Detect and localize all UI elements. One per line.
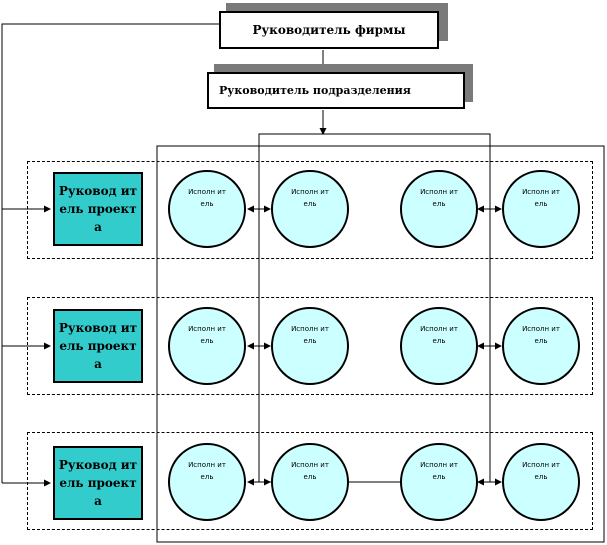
ceo-box: Руководитель фирмы	[219, 11, 439, 49]
executor-r1-c2: Исполн итель	[271, 170, 349, 248]
executor-label: Исполн итель	[291, 188, 329, 208]
executor-r2-c3: Исполн итель	[400, 307, 478, 385]
executor-r3-c4: Исполн итель	[502, 443, 580, 521]
executor-label: Исполн итель	[188, 325, 226, 345]
project-manager-3: Руковод итель проекта	[53, 446, 143, 520]
project-group-1	[27, 161, 593, 259]
executor-r2-c2: Исполн итель	[271, 307, 349, 385]
executor-label: Исполн итель	[420, 325, 458, 345]
project-group-3	[27, 432, 593, 530]
executor-label: Исполн итель	[522, 325, 560, 345]
department-head-label: Руководитель подразделения	[219, 84, 411, 97]
executor-label: Исполн итель	[522, 461, 560, 481]
project-manager-2: Руковод итель проекта	[53, 309, 143, 383]
executor-r3-c3: Исполн итель	[400, 443, 478, 521]
department-head-box: Руководитель подразделения	[207, 72, 465, 109]
matrix-outer-frame	[156, 145, 605, 543]
ceo-label: Руководитель фирмы	[252, 23, 406, 37]
executor-r2-c4: Исполн итель	[502, 307, 580, 385]
executor-r1-c4: Исполн итель	[502, 170, 580, 248]
ceo-left-trunk	[1, 23, 219, 483]
project-manager-label: Руковод итель проекта	[58, 321, 138, 371]
project-manager-label: Руковод итель проекта	[58, 184, 138, 234]
executor-label: Исполн итель	[188, 461, 226, 481]
executor-label: Исполн итель	[420, 188, 458, 208]
executor-label: Исполн итель	[188, 188, 226, 208]
executor-label: Исполн итель	[291, 461, 329, 481]
executor-r1-c3: Исполн итель	[400, 170, 478, 248]
executor-label: Исполн итель	[522, 188, 560, 208]
executor-r3-c1: Исполн итель	[168, 443, 246, 521]
department-frame	[258, 133, 491, 483]
executor-label: Исполн итель	[291, 325, 329, 345]
project-manager-label: Руковод итель проекта	[58, 458, 138, 508]
executor-r2-c1: Исполн итель	[168, 307, 246, 385]
executor-r1-c1: Исполн итель	[168, 170, 246, 248]
project-group-2	[27, 297, 593, 395]
project-manager-1: Руковод итель проекта	[53, 172, 143, 246]
executor-label: Исполн итель	[420, 461, 458, 481]
executor-r3-c2: Исполн итель	[271, 443, 349, 521]
